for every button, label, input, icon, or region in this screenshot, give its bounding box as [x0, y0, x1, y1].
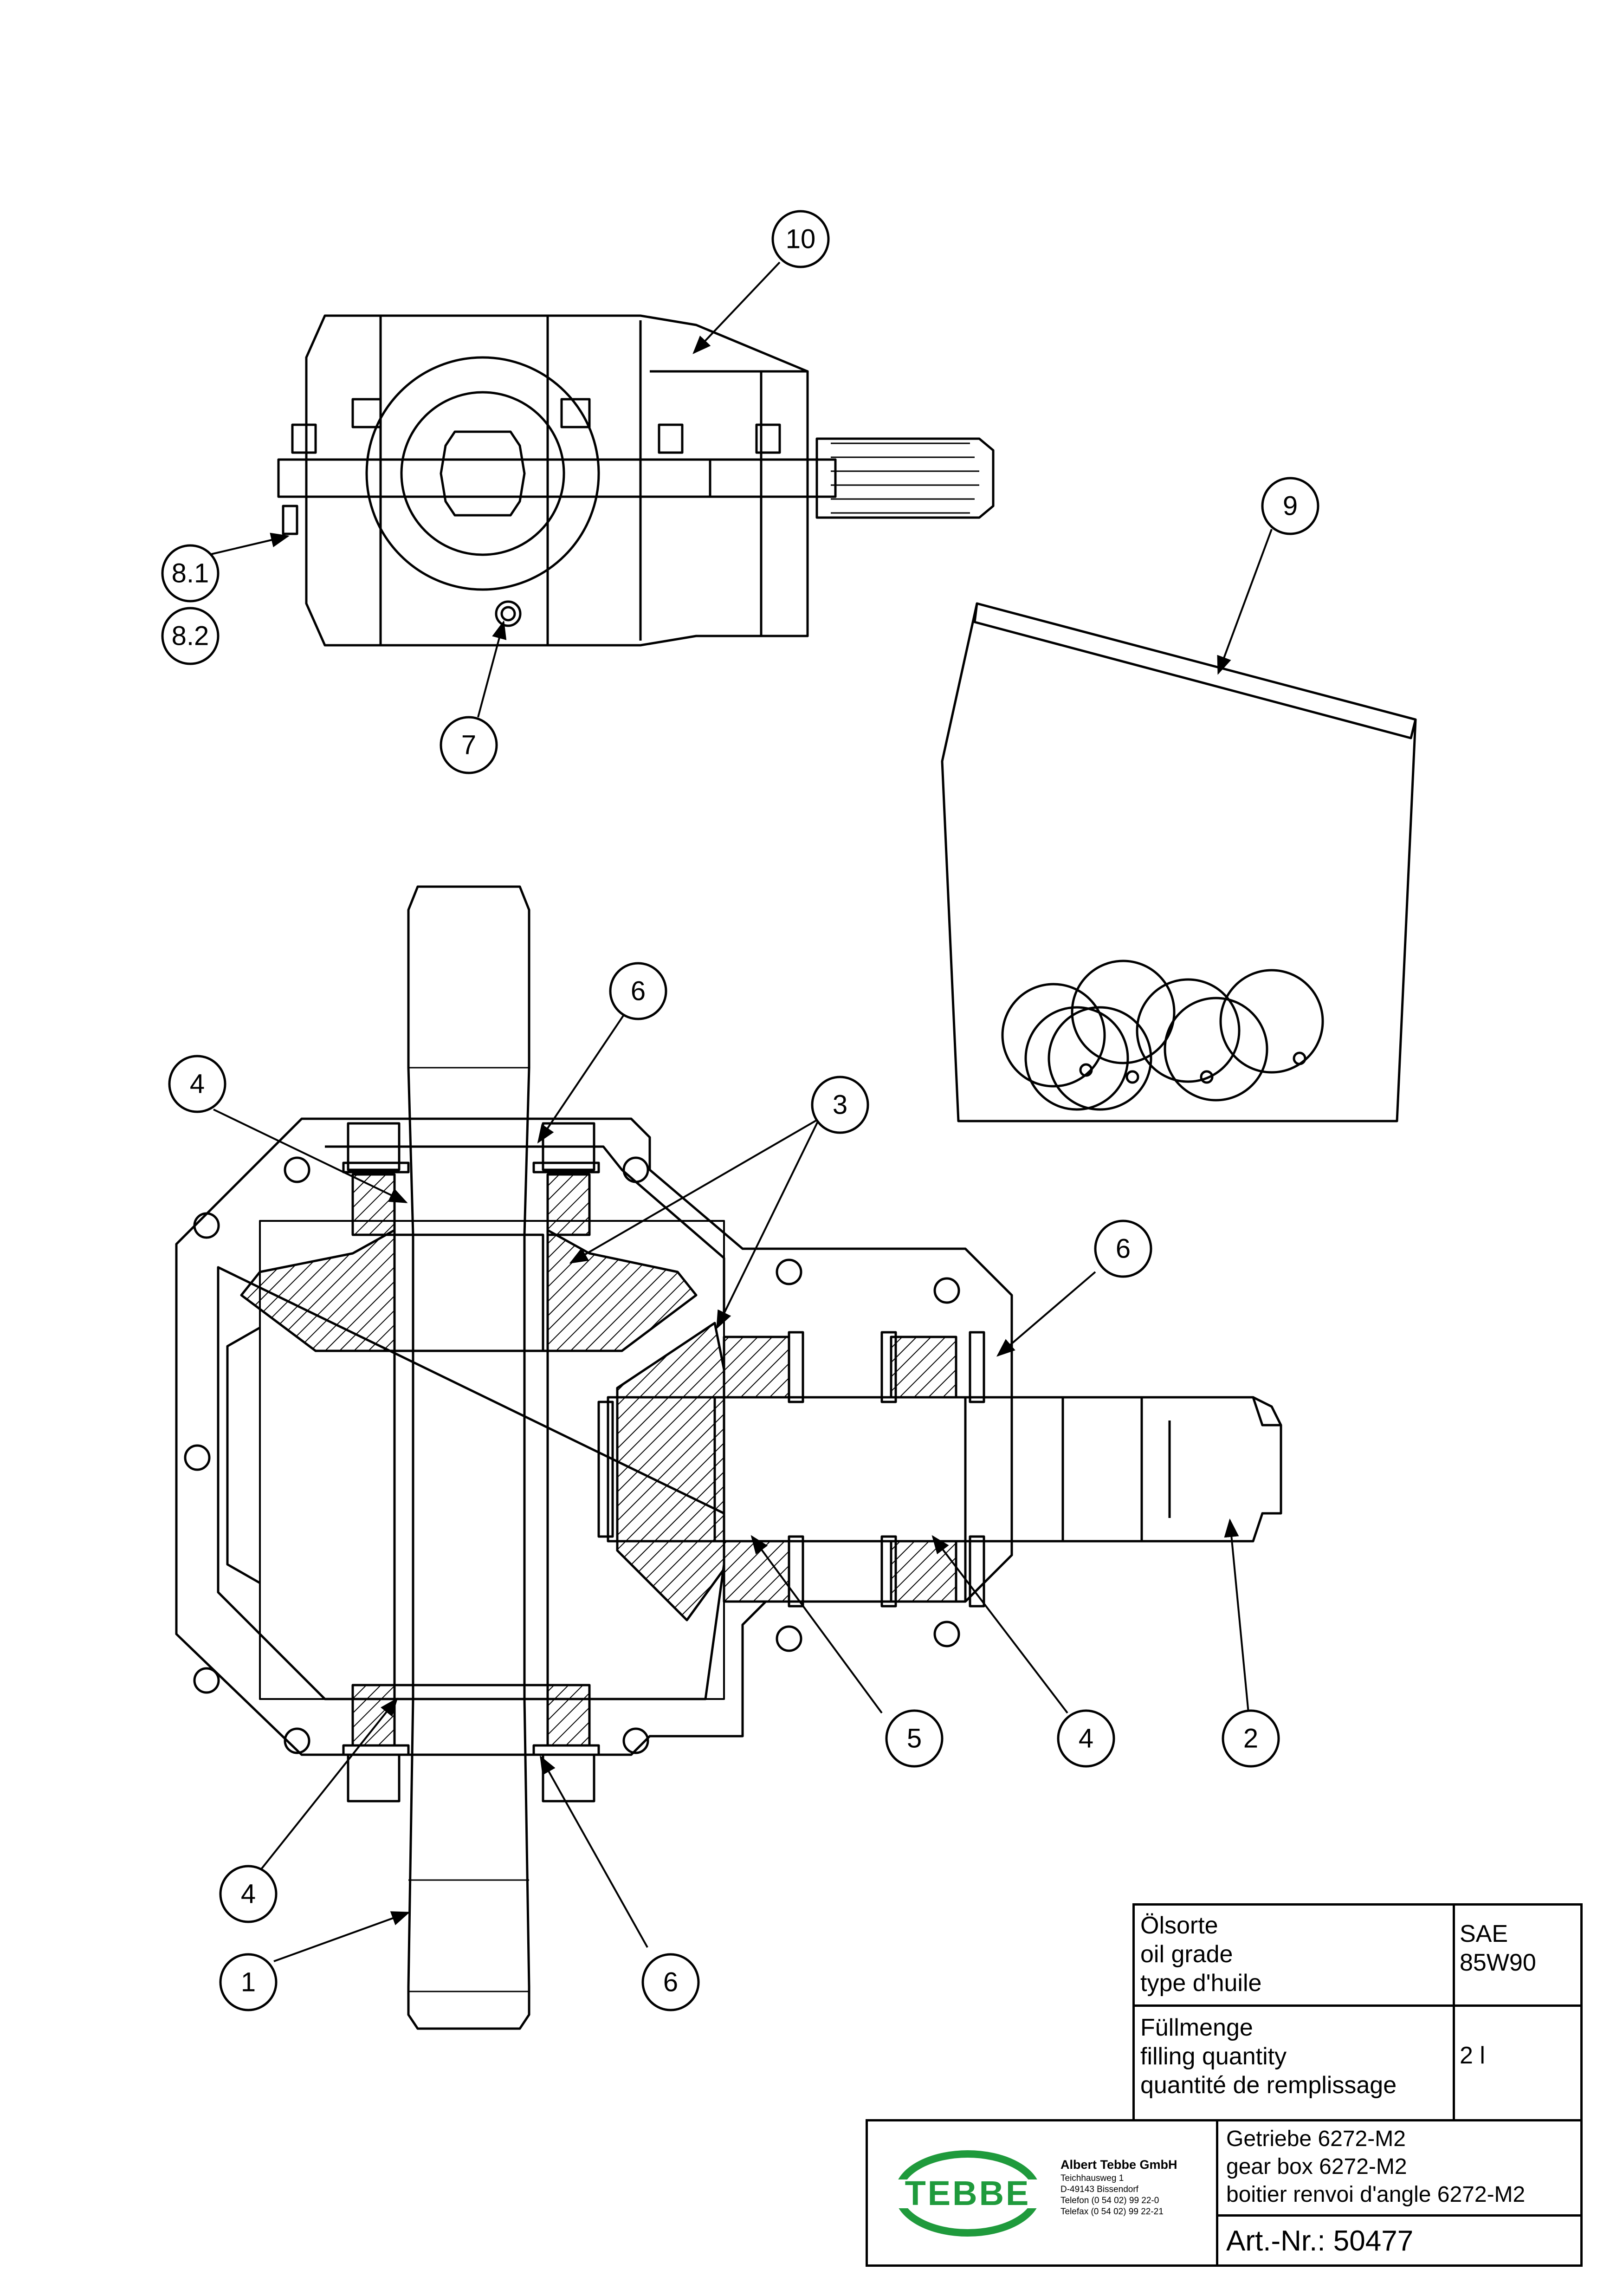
balloon-3: 3 [811, 1076, 869, 1134]
svg-text:5: 5 [907, 1724, 922, 1754]
svg-text:8.1: 8.1 [172, 558, 209, 589]
tebbe-logo: TEBBE [879, 2150, 1056, 2237]
title-de: Getriebe 6272-M2 [1226, 2127, 1406, 2151]
balloon-1: 1 [219, 1953, 278, 2011]
article-number: Art.-Nr.: 50477 [1226, 2225, 1414, 2257]
balloon-6-right: 6 [1094, 1219, 1152, 1278]
spare-parts-bag [941, 602, 1417, 1122]
leader-lines [208, 261, 1273, 1962]
oil-table: Ölsorte oil grade type d'huile SAE 85W90… [1132, 1903, 1583, 2121]
fill-quantity-value: 2 l [1460, 2042, 1485, 2069]
oil-table-divider-h [1135, 2004, 1580, 2007]
svg-text:8.2: 8.2 [172, 621, 209, 651]
company-street: Teichhausweg 1 [1060, 2173, 1124, 2183]
svg-text:9: 9 [1283, 491, 1298, 521]
top-view-gearbox [277, 314, 995, 647]
balloon-6-bottom: 6 [641, 1953, 700, 2011]
svg-text:6: 6 [663, 1967, 678, 1998]
balloon-4-bottom: 4 [219, 1865, 278, 1923]
balloon-7: 7 [440, 716, 498, 774]
balloon-6-top: 6 [609, 962, 667, 1020]
company-city: D-49143 Bissendorf [1060, 2185, 1138, 2194]
svg-text:4: 4 [241, 1879, 256, 1909]
oil-table-divider-v [1453, 1906, 1455, 2119]
svg-text:6: 6 [1116, 1234, 1131, 1264]
section-view-gearbox [175, 885, 1282, 2030]
fill-quantity-de: Füllmenge [1140, 2014, 1253, 2041]
drawing-title: Getriebe 6272-M2 gear box 6272-M2 boitie… [1226, 2125, 1579, 2209]
title-block: TEBBE Albert Tebbe GmbH Teichhausweg 1 D… [866, 2119, 1583, 2267]
oil-grade-fr: type d'huile [1140, 1970, 1262, 1997]
oil-grade-value: SAE 85W90 [1460, 1920, 1580, 1977]
title-fr: boitier renvoi d'angle 6272-M2 [1226, 2182, 1526, 2207]
oil-grade-de: Ölsorte [1140, 1912, 1218, 1939]
fill-quantity-fr: quantité de remplissage [1140, 2072, 1397, 2099]
oil-grade-labels: Ölsorte oil grade type d'huile [1140, 1911, 1451, 1998]
svg-text:1: 1 [241, 1967, 256, 1998]
svg-text:4: 4 [1079, 1724, 1093, 1754]
oil-grade-en: oil grade [1140, 1941, 1233, 1968]
balloon-8-2: 8.2 [161, 607, 220, 665]
svg-text:10: 10 [786, 224, 816, 254]
oil-grade-value-1: SAE [1460, 1920, 1508, 1947]
svg-text:6: 6 [631, 976, 646, 1006]
balloon-8-1: 8.1 [161, 544, 220, 603]
title-block-divider-h [1218, 2214, 1580, 2217]
title-en: gear box 6272-M2 [1226, 2154, 1407, 2179]
fill-quantity-en: filling quantity [1140, 2043, 1287, 2070]
company-name: Albert Tebbe GmbH [1060, 2158, 1177, 2172]
company-info: Albert Tebbe GmbH Teichhausweg 1 D-49143… [1060, 2156, 1218, 2218]
logo-text: TEBBE [905, 2174, 1031, 2212]
oil-grade-value-2: 85W90 [1460, 1949, 1536, 1976]
svg-text:4: 4 [190, 1069, 205, 1099]
fill-quantity-labels: Füllmenge filling quantity quantité de r… [1140, 2013, 1451, 2100]
company-fax: Telefax (0 54 02) 99 22-21 [1060, 2207, 1164, 2217]
title-block-divider-v [1216, 2121, 1218, 2264]
balloon-2: 2 [1222, 1709, 1280, 1768]
balloon-10: 10 [771, 210, 830, 268]
svg-text:7: 7 [461, 730, 476, 760]
svg-text:2: 2 [1243, 1724, 1258, 1754]
balloon-5: 5 [885, 1709, 944, 1768]
balloon-4-right: 4 [1057, 1709, 1115, 1768]
balloon-4-top: 4 [168, 1055, 226, 1113]
svg-text:3: 3 [833, 1090, 847, 1120]
balloon-9: 9 [1261, 477, 1319, 535]
company-phone: Telefon (0 54 02) 99 22-0 [1060, 2196, 1159, 2205]
